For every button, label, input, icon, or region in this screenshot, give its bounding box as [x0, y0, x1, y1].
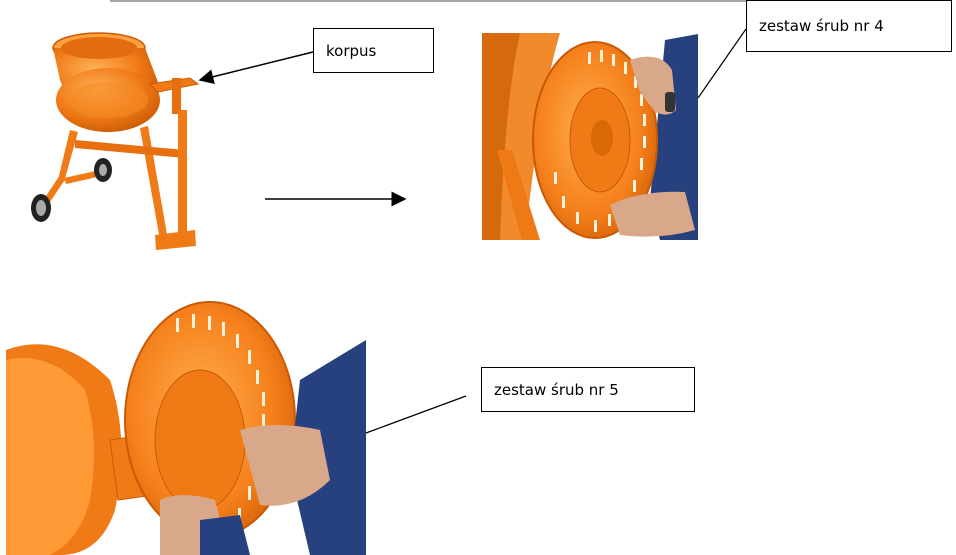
screws5-label-text: zestaw śrub nr 5 [494, 380, 619, 399]
drum-cover-photo-2 [6, 301, 366, 555]
concrete-mixer-image [31, 32, 200, 250]
korpus-label: korpus [313, 28, 434, 73]
screws4-pointer-line [697, 28, 747, 99]
korpus-label-text: korpus [326, 41, 377, 60]
screws5-label: zestaw śrub nr 5 [481, 367, 695, 412]
screws4-label: zestaw śrub nr 4 [746, 0, 952, 52]
cropped-text-strip [0, 0, 956, 4]
screws4-label-text: zestaw śrub nr 4 [759, 17, 884, 35]
screws5-pointer-line [365, 395, 467, 434]
korpus-pointer-arrow [198, 51, 314, 85]
drum-cover-photo-1 [482, 33, 698, 240]
